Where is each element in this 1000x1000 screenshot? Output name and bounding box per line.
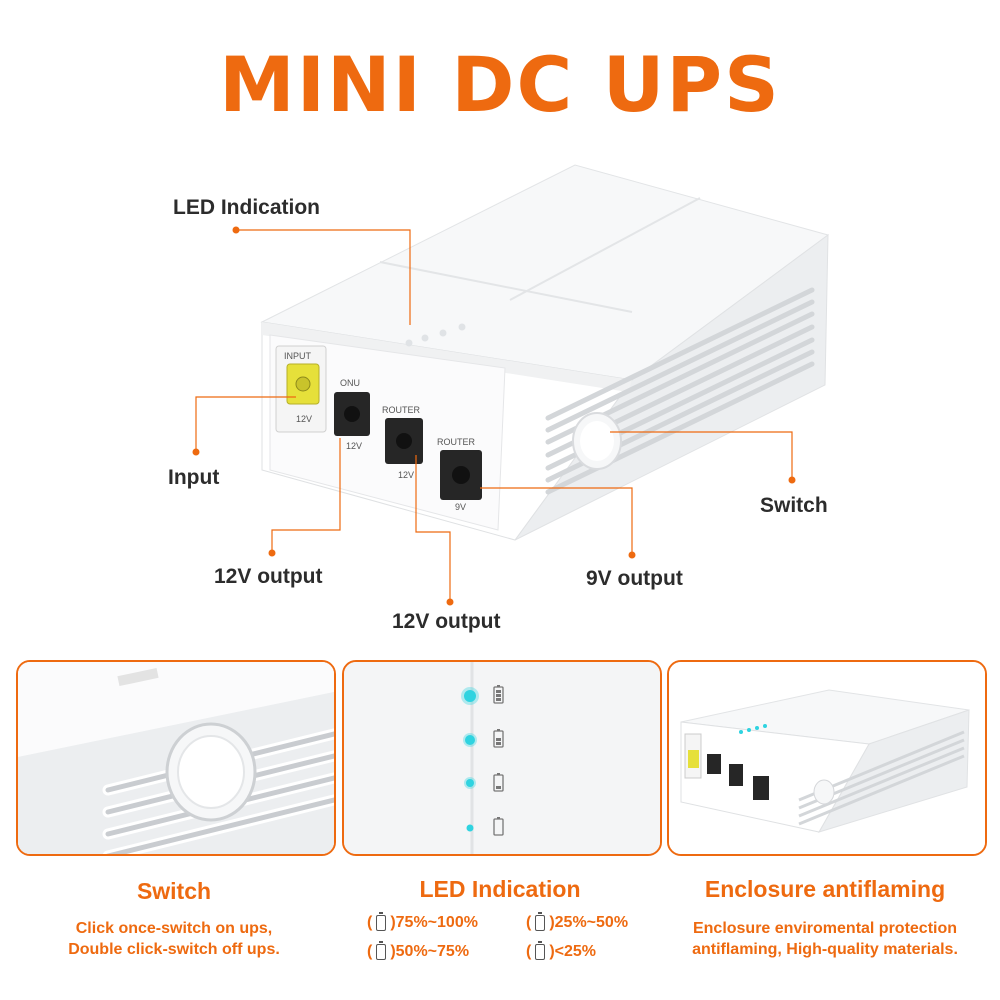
led-legend-75-100: () 75%~100% — [367, 912, 478, 931]
switch-closeup-panel — [16, 660, 336, 856]
led-legend-50-75: () 50%~75% — [367, 941, 470, 960]
led-legend-text: 75%~100% — [395, 914, 478, 931]
battery-half-icon — [376, 941, 387, 960]
enclosure-section-desc: Enclosure enviromental protection antifl… — [667, 918, 983, 960]
router1-port-label: ROUTER — [382, 405, 421, 415]
enclosure-desc-line2: antiflaming, High-quality materials. — [692, 941, 958, 958]
callout-12v-output-router: 12V output — [392, 610, 501, 633]
battery-low-icon — [535, 912, 546, 931]
page-title: MINI DC UPS — [219, 40, 781, 129]
led-legend-under-25: () <25% — [526, 941, 597, 960]
led-section-title: LED Indication — [419, 876, 581, 902]
callout-led: LED Indication — [173, 196, 320, 219]
switch-desc-line1: Click once-switch on ups, — [75, 920, 273, 937]
product-illustration: INPUT 12V ONU 12V ROUTER 12V ROUTER 9V — [192, 164, 830, 606]
led-legend-25-50: () 25%~50% — [526, 912, 629, 931]
callout-switch: Switch — [760, 494, 828, 517]
led-legend-text: <25% — [554, 943, 597, 960]
switch-desc-line2: Double click-switch off ups. — [68, 941, 280, 958]
callout-input: Input — [168, 466, 220, 489]
input-port-voltage: 12V — [296, 414, 312, 424]
led-legend-text: 50%~75% — [395, 943, 470, 960]
onu-port-voltage: 12V — [346, 441, 362, 451]
enclosure-section-title: Enclosure antiflaming — [704, 876, 946, 902]
enclosure-desc-line1: Enclosure enviromental protection — [692, 920, 958, 937]
router2-port-voltage: 9V — [455, 502, 466, 512]
enclosure-panel — [667, 660, 987, 856]
router1-port-voltage: 12V — [398, 470, 414, 480]
switch-section-desc: Click once-switch on ups, Double click-s… — [16, 918, 332, 960]
router2-port-label: ROUTER — [437, 437, 476, 447]
battery-full-icon — [376, 912, 387, 931]
input-port-label: INPUT — [284, 351, 312, 361]
onu-port-label: ONU — [340, 378, 360, 388]
led-legend-text: 25%~50% — [554, 914, 629, 931]
callout-9v-output: 9V output — [586, 567, 683, 590]
battery-empty-icon — [535, 941, 546, 960]
led-closeup-panel — [342, 660, 662, 856]
callout-12v-output-onu: 12V output — [214, 565, 323, 588]
switch-section-title: Switch — [136, 878, 212, 904]
